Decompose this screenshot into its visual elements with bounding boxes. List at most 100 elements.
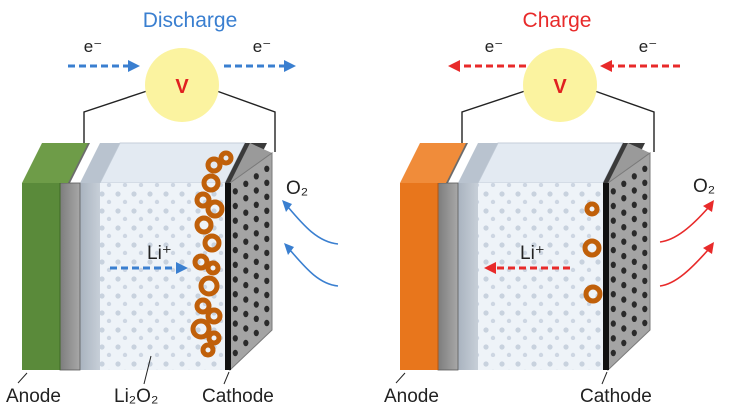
cathode-pore — [610, 335, 616, 342]
cathode-pore — [610, 305, 616, 313]
charge-voltmeter — [523, 48, 597, 122]
cathode-pore — [642, 235, 648, 243]
discharge-electron-left-arrow — [68, 60, 140, 72]
cathode-pore — [642, 221, 648, 228]
discharge-voltmeter-label: V — [175, 76, 189, 98]
discharge-anode — [22, 143, 88, 370]
cathode-pore — [631, 258, 637, 265]
cathode-pore — [232, 217, 238, 224]
cathode-pore — [264, 277, 270, 285]
charge-electron-right-arrow — [600, 60, 680, 72]
discharge-voltmeter — [145, 48, 219, 122]
cathode-pore — [610, 202, 616, 210]
cathode-pore — [610, 276, 616, 283]
discharge-li-ion-label: Li⁺ — [147, 243, 172, 264]
cathode-pore — [631, 287, 637, 294]
cathode-pore — [642, 291, 648, 299]
cathode-pore — [621, 180, 627, 187]
discharge-cathode — [225, 143, 273, 372]
cathode-pore — [610, 349, 616, 357]
discharge-oxygen-label: O₂ — [286, 178, 308, 199]
discharge-li2o2-deposits — [190, 150, 234, 358]
cathode-pore — [621, 339, 627, 347]
charge-li2o2-deposits — [582, 201, 603, 304]
cathode-pore — [243, 310, 249, 318]
cathode-pore — [232, 320, 238, 327]
cathode-pore — [243, 252, 249, 260]
discharge-separator — [80, 143, 120, 370]
cathode-pore — [642, 263, 648, 271]
discharge-electrolyte — [99, 142, 246, 370]
cathode-pore — [264, 193, 270, 200]
discharge-cathode-pores — [232, 165, 270, 357]
charge-cathode-label: Cathode — [580, 386, 652, 407]
discharge-li-ion-arrow — [110, 262, 188, 274]
cathode-pore — [610, 291, 616, 298]
cathode-pore — [232, 202, 238, 210]
cathode-pore — [264, 249, 270, 257]
cathode-pore — [621, 252, 627, 260]
discharge-electron-left-label: e⁻ — [84, 37, 102, 56]
cathode-pore — [621, 310, 627, 318]
cathode-pore — [621, 325, 627, 332]
cathode-pore — [642, 179, 648, 186]
cathode-pore — [264, 235, 270, 243]
charge-electron-left-label: e⁻ — [485, 37, 503, 56]
discharge-li2o2-label: Li₂O₂ — [114, 386, 158, 407]
cathode-pore — [264, 319, 270, 327]
cathode-pore — [253, 230, 259, 237]
discharge-wires — [83, 89, 276, 152]
cathode-pore — [621, 267, 627, 274]
charge-panel: Charge V e⁻ e⁻ — [384, 9, 715, 407]
cathode-pore — [232, 276, 238, 283]
cathode-pore — [243, 281, 249, 289]
cathode-pore — [621, 238, 627, 245]
cathode-pore — [264, 165, 270, 172]
cathode-pore — [631, 230, 637, 237]
cathode-pore — [243, 296, 249, 303]
charge-voltmeter-label: V — [553, 76, 567, 98]
cathode-pore — [264, 207, 270, 214]
charge-li-ion-arrow — [484, 262, 570, 274]
cathode-pore — [232, 305, 238, 313]
charge-oxygen-label: O₂ — [693, 176, 715, 197]
cathode-pore — [610, 246, 616, 254]
cathode-pore — [631, 201, 637, 208]
cathode-pore — [631, 173, 637, 180]
cathode-pore — [243, 238, 249, 245]
cathode-pore — [253, 329, 259, 337]
charge-anode-label: Anode — [384, 386, 439, 407]
cathode-pore — [253, 201, 259, 208]
cathode-pore — [264, 305, 270, 313]
cathode-pore — [232, 349, 238, 357]
cathode-pore — [243, 267, 249, 274]
cathode-pore — [621, 195, 627, 202]
cathode-pore — [232, 291, 238, 298]
charge-anode-leader — [395, 372, 406, 384]
cathode-pore — [243, 195, 249, 202]
charge-title: Charge — [523, 9, 592, 32]
charge-cathode-leader — [601, 371, 608, 385]
cathode-pore — [610, 320, 616, 327]
cathode-pore — [631, 187, 637, 194]
cathode-pore — [621, 296, 627, 303]
cathode-pore — [621, 224, 627, 231]
cathode-pore — [642, 165, 648, 172]
cathode-pore — [253, 272, 259, 280]
charge-cathode — [603, 143, 651, 372]
charge-anode — [400, 143, 466, 370]
cathode-pore — [243, 339, 249, 347]
cathode-pore — [642, 193, 648, 200]
cathode-pore — [264, 179, 270, 186]
cathode-pore — [264, 291, 270, 299]
cathode-pore — [253, 287, 259, 294]
cathode-pore — [253, 187, 259, 194]
cathode-pore — [264, 221, 270, 228]
cathode-pore — [253, 301, 259, 308]
cathode-pore — [243, 325, 249, 332]
cathode-pore — [621, 209, 627, 216]
discharge-electron-right-label: e⁻ — [253, 37, 271, 56]
discharge-anode-label: Anode — [6, 386, 61, 407]
